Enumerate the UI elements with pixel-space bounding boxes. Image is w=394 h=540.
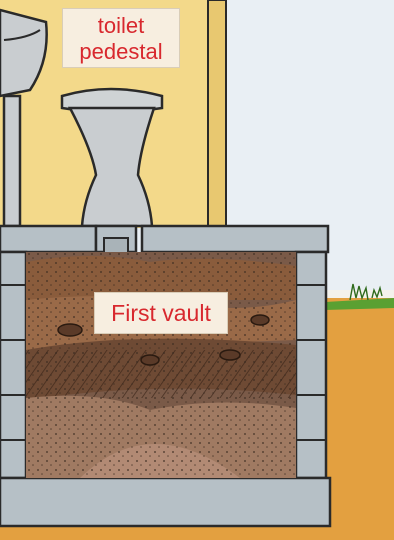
toilet-pedestal-label-line2: pedestal (63, 39, 179, 65)
first-vault-label: First vault (94, 292, 228, 334)
toilet-pedestal-label-line1: toilet (63, 13, 179, 39)
toilet-pedestal-label: toilet pedestal (62, 8, 180, 68)
wall-edge (208, 0, 226, 228)
vault-base (0, 478, 330, 526)
vault-contents (26, 252, 296, 478)
